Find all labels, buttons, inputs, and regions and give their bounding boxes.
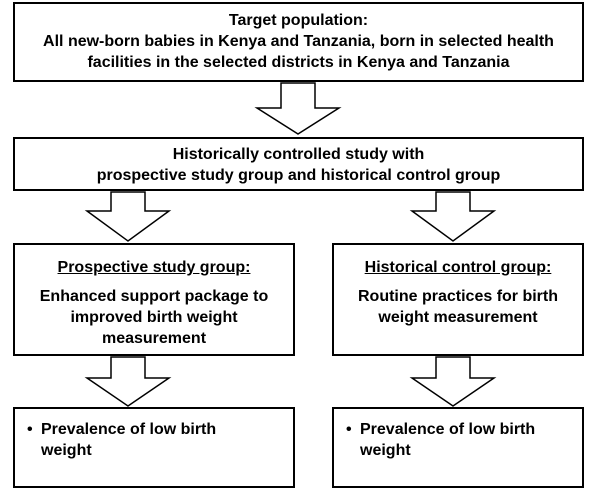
control-group-outcome-line-2: weight xyxy=(360,442,411,459)
prospective-study-group-line-3: measurement xyxy=(101,330,207,347)
historical-control-group-line-1: Routine practices for birth xyxy=(357,288,559,305)
study-group-outcome-box: • Prevalence of low birth weight xyxy=(13,407,295,488)
historical-control-group-box: Historical control group: Routine practi… xyxy=(332,243,584,356)
control-group-outcome-line-1: Prevalence of low birth xyxy=(360,421,536,438)
control-group-outcome-box: • Prevalence of low birth weight xyxy=(332,407,584,488)
historical-control-group-title: Historical control group: xyxy=(364,259,552,276)
study-design-box: Historically controlled study with prosp… xyxy=(13,137,584,191)
down-arrow-control-group-to-outcome xyxy=(409,356,497,407)
study-design-line-1: Historically controlled study with xyxy=(172,146,425,163)
prospective-study-group-line-2: improved birth weight xyxy=(70,309,238,326)
down-arrow-target-to-design xyxy=(254,82,342,135)
bullet: • xyxy=(27,421,33,438)
down-arrow-design-to-study-group xyxy=(84,191,172,242)
prospective-study-group-box: Prospective study group: Enhanced suppor… xyxy=(13,243,295,356)
study-design-line-2: prospective study group and historical c… xyxy=(96,167,501,184)
study-group-outcome-line-2: weight xyxy=(41,442,92,459)
study-group-outcome-item: • Prevalence of low birth weight xyxy=(15,409,293,461)
target-population-line-2: facilities in the selected districts in … xyxy=(87,54,510,71)
target-population-line-1: All new-born babies in Kenya and Tanzani… xyxy=(43,33,554,50)
historical-control-group-line-2: weight measurement xyxy=(378,309,538,326)
bullet: • xyxy=(346,421,352,438)
prospective-study-group-title: Prospective study group: xyxy=(57,259,251,276)
down-arrow-design-to-control-group xyxy=(409,191,497,242)
study-group-outcome-line-1: Prevalence of low birth xyxy=(41,421,217,438)
target-population-box: Target population: All new-born babies i… xyxy=(13,2,584,82)
control-group-outcome-item: • Prevalence of low birth weight xyxy=(334,409,582,461)
prospective-study-group-line-1: Enhanced support package to xyxy=(39,288,269,305)
down-arrow-study-group-to-outcome xyxy=(84,356,172,407)
target-population-title: Target population: xyxy=(228,12,369,29)
